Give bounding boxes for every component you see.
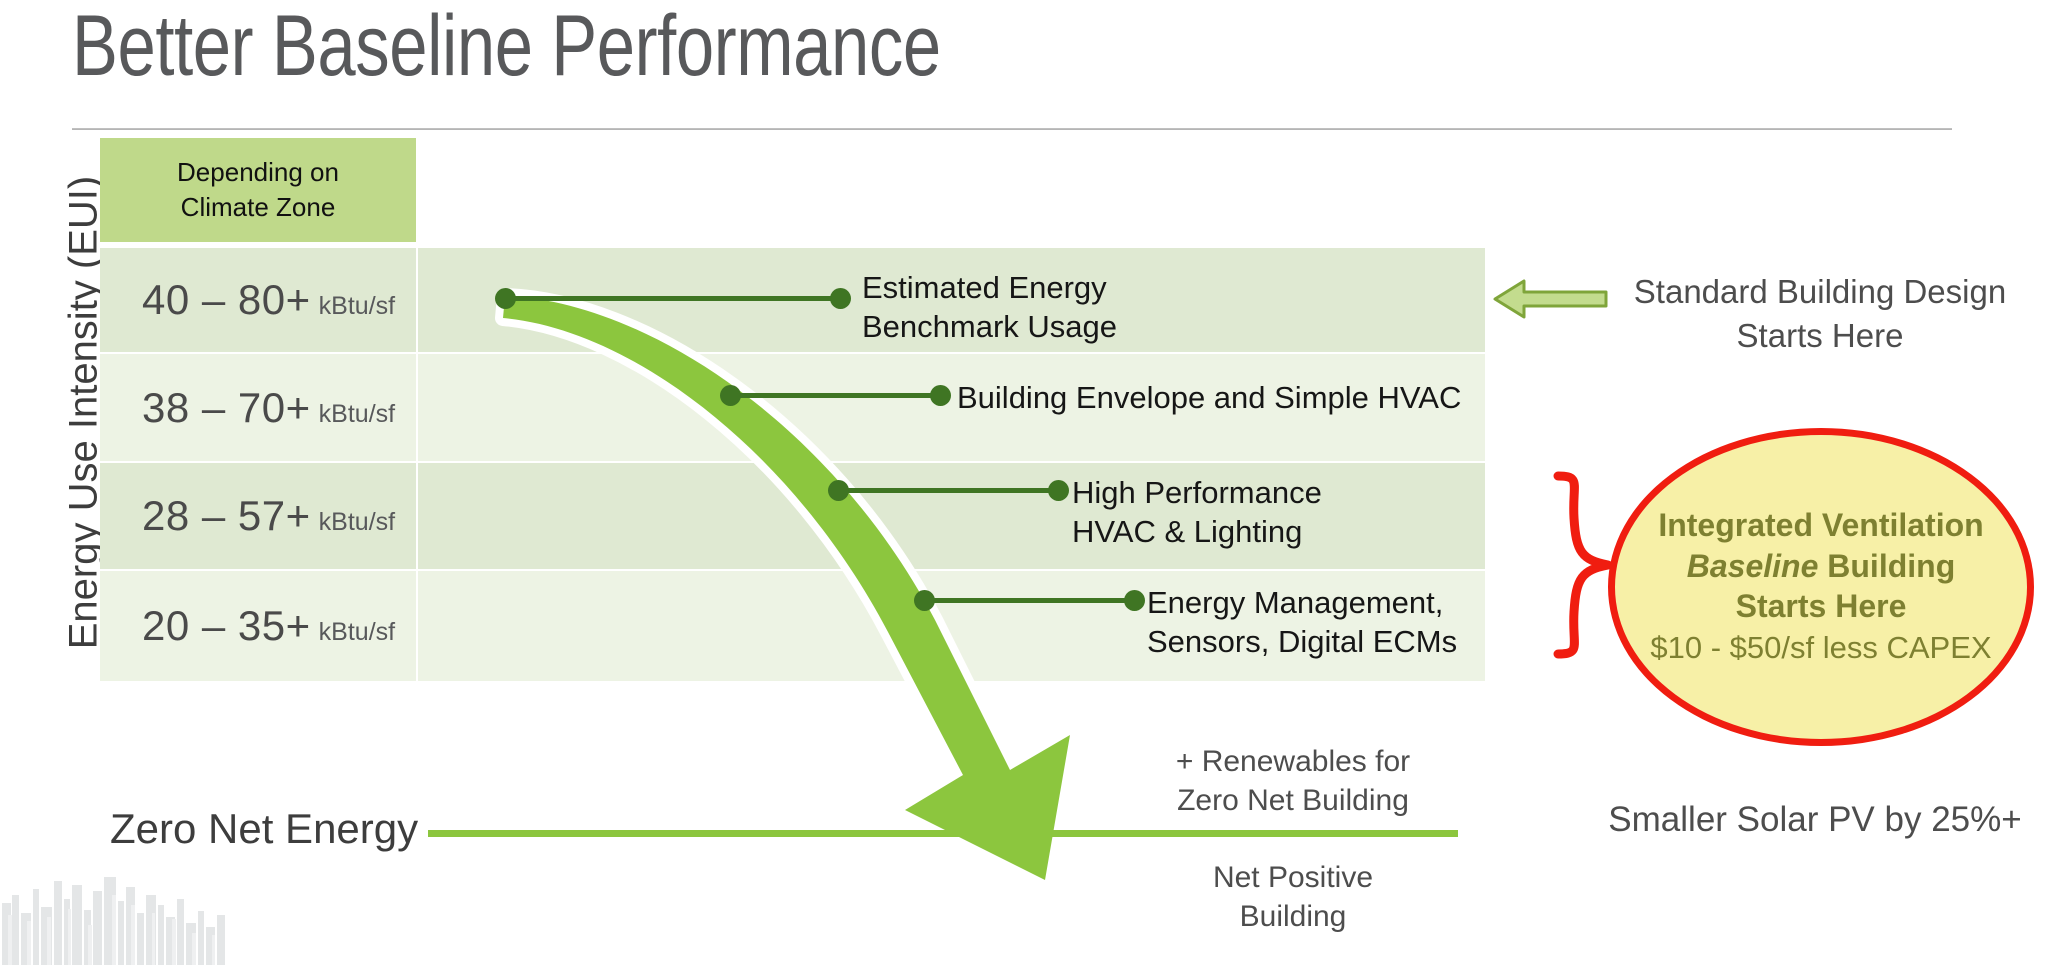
netpositive-line2: Building <box>1239 900 1347 933</box>
callout-2-line1: High Performance <box>1072 475 1322 510</box>
callout-3-line1: Energy Management, <box>1147 585 1444 620</box>
renewables-line2: Zero Net Building <box>1177 784 1409 817</box>
connector-line-0 <box>495 288 851 309</box>
renewables-line1: + Renewables for <box>1175 745 1411 778</box>
net-positive-note: Net Positive Building <box>1148 858 1438 936</box>
row-label-cell: 38 – 70+kBtu/sf <box>100 354 416 461</box>
callout-3-line2: Sensors, Digital ECMs <box>1147 624 1458 660</box>
ellipse-line2-italic: Baseline <box>1686 547 1819 584</box>
red-curly-brace-icon <box>1553 471 1613 659</box>
callout-0: Estimated Energy Benchmark Usage <box>862 268 1117 346</box>
renewables-note: + Renewables for Zero Net Building <box>1148 742 1438 820</box>
title-divider <box>72 128 1952 130</box>
eui-range: 38 – 70+ <box>142 383 311 431</box>
connector-stroke <box>836 488 1061 493</box>
ellipse-line4: $10 - $50/sf less CAPEX <box>1650 630 1992 666</box>
climate-zone-line2: Climate Zone <box>180 192 336 222</box>
ellipse-line1: Integrated Ventilation <box>1658 507 1984 544</box>
eui-range: 20 – 35+ <box>142 602 311 649</box>
connector-dot-end <box>1124 590 1145 611</box>
connector-line-3 <box>914 590 1145 611</box>
connector-dot-end <box>930 385 951 406</box>
callout-1: Building Envelope and Simple HVAC <box>957 378 1461 417</box>
zero-net-energy-baseline <box>428 830 1458 837</box>
standard-note-line2: Starts Here <box>1736 316 1904 354</box>
row-label-cell: 40 – 80+kBtu/sf <box>100 248 416 352</box>
callout-2: High Performance HVAC & Lighting <box>1072 473 1322 551</box>
connector-dot-end <box>1048 480 1069 501</box>
ellipse-line2: Baseline Building <box>1687 546 1955 586</box>
left-arrow-icon <box>1493 279 1608 319</box>
ellipse-line2-rest: Building <box>1818 547 1956 584</box>
eui-unit: kBtu/sf <box>318 618 396 646</box>
standard-note-line1: Standard Building Design <box>1633 273 2007 310</box>
connector-dot-start <box>828 480 849 501</box>
row-label-cell: 28 – 57+kBtu/sf <box>100 463 416 569</box>
standard-building-note: Standard Building Design Starts Here <box>1620 270 2020 357</box>
eui-unit: kBtu/sf <box>318 508 396 536</box>
callout-1-line1: Building Envelope and Simple HVAC <box>957 380 1462 415</box>
climate-zone-line1: Depending on <box>177 156 339 187</box>
ellipse-line3: Starts Here <box>1735 588 1907 624</box>
solar-pv-note: Smaller Solar PV by 25%+ <box>1608 800 2022 839</box>
connector-line-1 <box>720 385 951 406</box>
city-skyline-icon <box>2 877 225 965</box>
page-title: Better Baseline Performance <box>72 0 941 94</box>
connector-dot-end <box>830 288 851 309</box>
eui-range: 40 – 80+ <box>142 276 311 323</box>
climate-zone-header: Depending on Climate Zone <box>100 138 416 242</box>
callout-0-line2: Benchmark Usage <box>862 309 1118 345</box>
connector-dot-start <box>914 590 935 611</box>
connector-line-2 <box>828 480 1069 501</box>
eui-unit: kBtu/sf <box>318 292 396 320</box>
callout-0-line1: Estimated Energy <box>862 270 1107 305</box>
row-plot-cell <box>418 463 1485 569</box>
connector-dot-start <box>495 288 516 309</box>
connector-stroke <box>503 296 843 301</box>
eui-unit: kBtu/sf <box>318 399 396 428</box>
callout-2-line2: HVAC & Lighting <box>1072 514 1303 550</box>
connector-stroke <box>922 598 1137 603</box>
netpositive-line1: Net Positive <box>1212 861 1374 894</box>
eui-range: 28 – 57+ <box>142 492 311 539</box>
row-label-cell: 20 – 35+kBtu/sf <box>100 571 416 681</box>
callout-3: Energy Management, Sensors, Digital ECMs <box>1147 583 1457 661</box>
connector-stroke <box>728 393 943 398</box>
connector-dot-start <box>720 385 741 406</box>
zero-net-energy-label: Zero Net Energy <box>110 805 419 852</box>
integrated-ventilation-callout: Integrated Ventilation Baseline Building… <box>1608 428 2034 746</box>
